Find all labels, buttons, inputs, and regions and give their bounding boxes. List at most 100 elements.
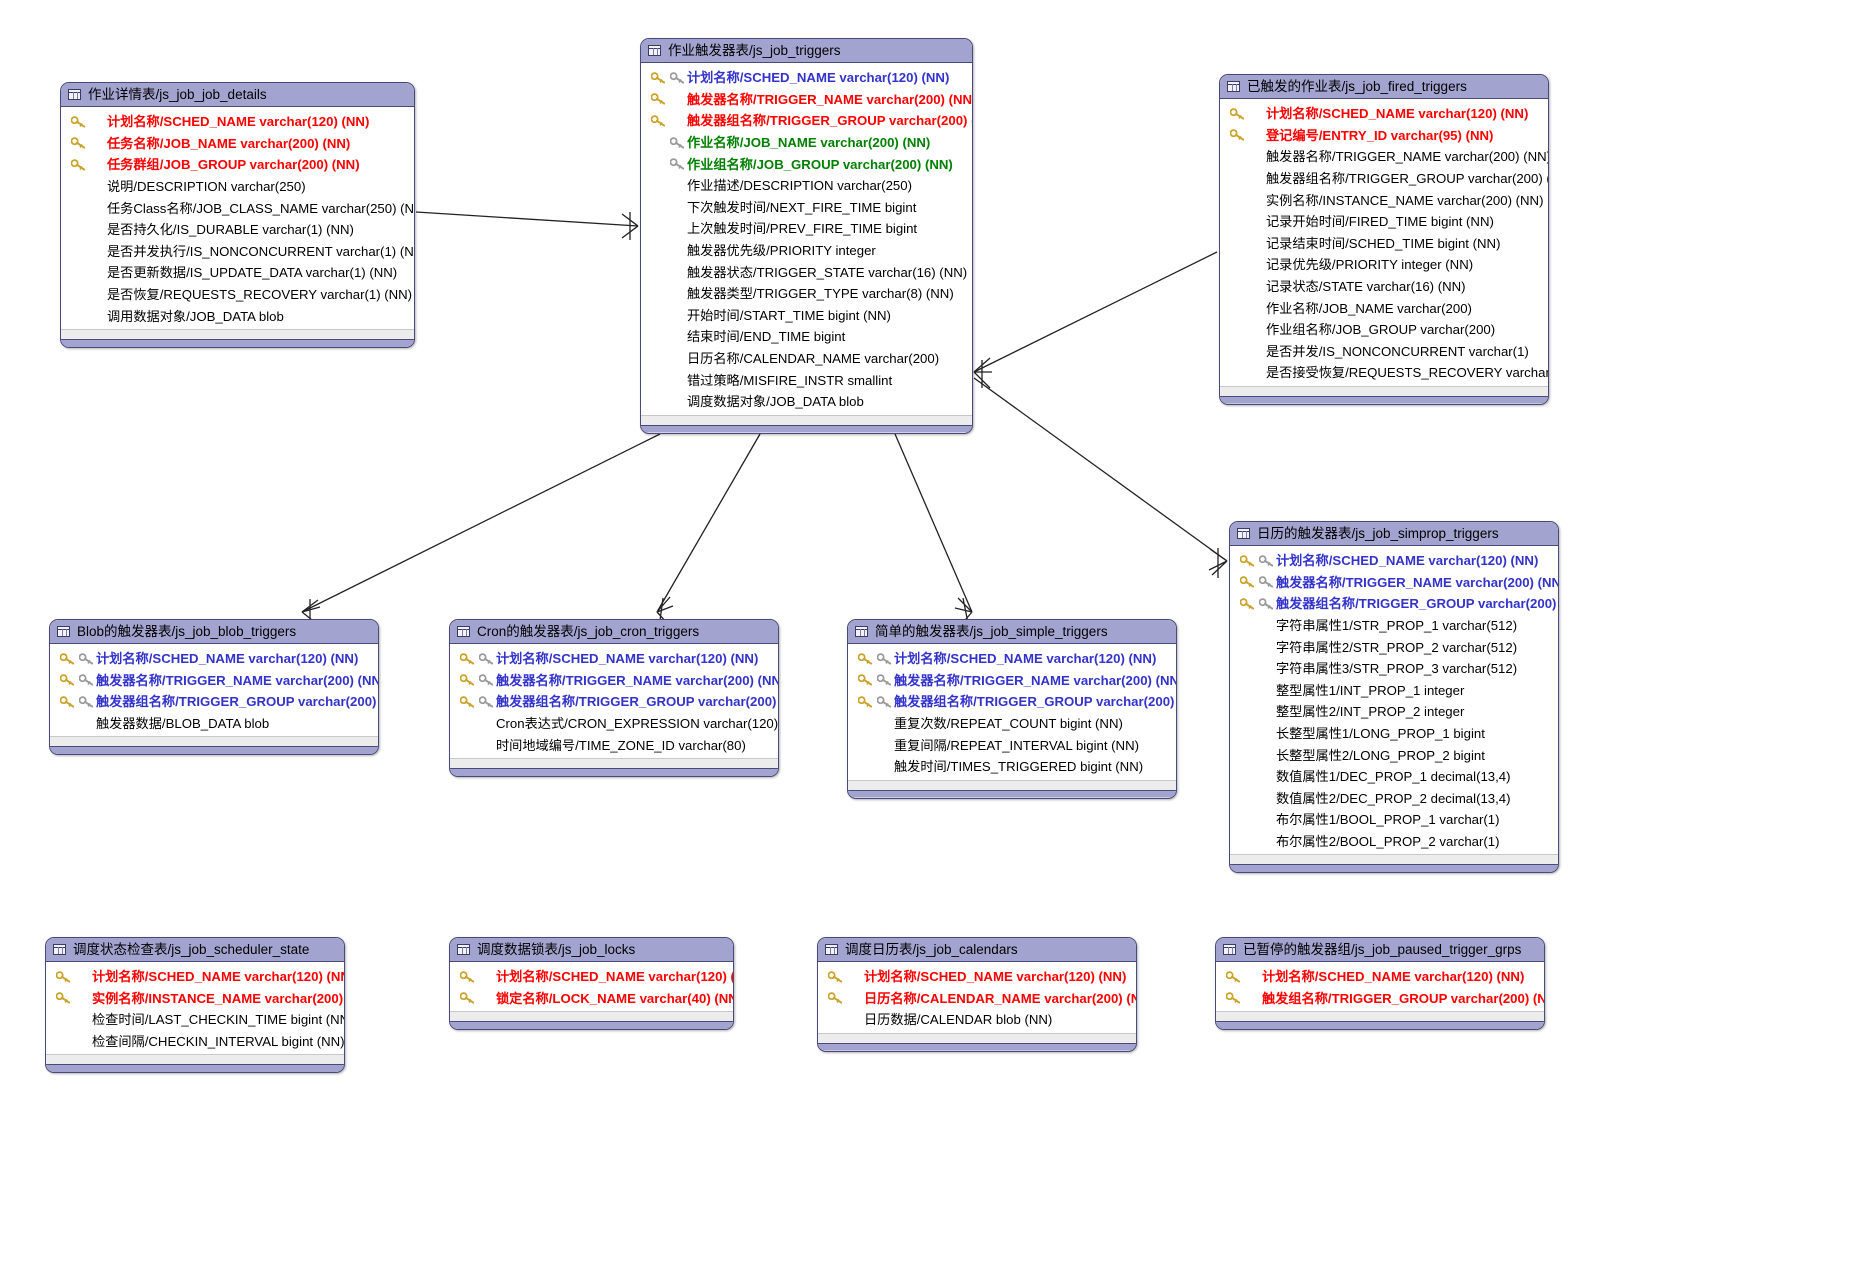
entity-scheduler_state[interactable]: 调度状态检查表/js_job_scheduler_state 计划名称/SCHE…: [45, 937, 345, 1074]
entity-simprop_triggers[interactable]: 日历的触发器表/js_job_simprop_triggers 计划名称/SCH…: [1229, 521, 1559, 874]
entity-title-fired_triggers: 已触发的作业表/js_job_fired_triggers: [1247, 78, 1467, 94]
fk-key-icon: [875, 652, 894, 666]
entity-job_details[interactable]: 作业详情表/js_job_job_details 计划名称/SCHED_NAME…: [60, 82, 415, 348]
field-row[interactable]: 整型属性1/INT_PROP_1 integer: [1230, 680, 1558, 702]
field-row[interactable]: 重复间隔/REPEAT_INTERVAL bigint (NN): [848, 734, 1176, 756]
entity-paused_trigger_grps[interactable]: 已暂停的触发器组/js_job_paused_trigger_grps 计划名称…: [1215, 937, 1545, 1031]
field-row[interactable]: 长整型属性1/LONG_PROP_1 bigint: [1230, 723, 1558, 745]
field-row[interactable]: 计划名称/SCHED_NAME varchar(120) (NN): [450, 648, 778, 670]
field-row[interactable]: 登记编号/ENTRY_ID varchar(95) (NN): [1220, 125, 1548, 147]
field-row[interactable]: 触发器名称/TRIGGER_NAME varchar(200) (NN): [641, 89, 972, 111]
field-row[interactable]: 字符串属性2/STR_PROP_2 varchar(512): [1230, 636, 1558, 658]
field-row[interactable]: 是否并发执行/IS_NONCONCURRENT varchar(1) (NN): [61, 241, 414, 263]
field-row[interactable]: 作业描述/DESCRIPTION varchar(250): [641, 175, 972, 197]
field-row[interactable]: 触发器状态/TRIGGER_STATE varchar(16) (NN): [641, 261, 972, 283]
field-row[interactable]: 触发时间/TIMES_TRIGGERED bigint (NN): [848, 756, 1176, 778]
field-row[interactable]: 计划名称/SCHED_NAME varchar(120) (NN): [46, 966, 344, 988]
key-slot-empty: [1257, 683, 1276, 697]
pk-key-icon: [856, 695, 875, 709]
field-row[interactable]: 作业名称/JOB_NAME varchar(200) (NN): [641, 132, 972, 154]
entity-locks[interactable]: 调度数据锁表/js_job_locks 计划名称/SCHED_NAME varc…: [449, 937, 734, 1031]
field-row[interactable]: 开始时间/START_TIME bigint (NN): [641, 305, 972, 327]
entity-calendars[interactable]: 调度日历表/js_job_calendars 计划名称/SCHED_NAME v…: [817, 937, 1137, 1052]
entity-blob_triggers[interactable]: Blob的触发器表/js_job_blob_triggers 计划名称/SCHE…: [49, 619, 379, 756]
field-row[interactable]: 计划名称/SCHED_NAME varchar(120) (NN): [1220, 103, 1548, 125]
field-row[interactable]: 触发器组名称/TRIGGER_GROUP varchar(200) (NN): [50, 691, 378, 713]
field-row[interactable]: 上次触发时间/PREV_FIRE_TIME bigint: [641, 218, 972, 240]
field-row[interactable]: 数值属性2/DEC_PROP_2 decimal(13,4): [1230, 788, 1558, 810]
field-row[interactable]: 重复次数/REPEAT_COUNT bigint (NN): [848, 713, 1176, 735]
field-row[interactable]: 记录结束时间/SCHED_TIME bigint (NN): [1220, 233, 1548, 255]
field-label: 触发器组名称/TRIGGER_GROUP varchar(200) (NN): [894, 694, 1177, 710]
field-row[interactable]: 布尔属性1/BOOL_PROP_1 varchar(1): [1230, 809, 1558, 831]
field-row[interactable]: 触发器名称/TRIGGER_NAME varchar(200) (NN): [1230, 572, 1558, 594]
field-row[interactable]: 日历名称/CALENDAR_NAME varchar(200) (NN): [818, 988, 1136, 1010]
field-row[interactable]: 检查间隔/CHECKIN_INTERVAL bigint (NN): [46, 1031, 344, 1053]
field-row[interactable]: 结束时间/END_TIME bigint: [641, 326, 972, 348]
field-row[interactable]: 触发器优先级/PRIORITY integer: [641, 240, 972, 262]
field-row[interactable]: 说明/DESCRIPTION varchar(250): [61, 176, 414, 198]
field-row[interactable]: 作业组名称/JOB_GROUP varchar(200) (NN): [641, 153, 972, 175]
field-row[interactable]: 锁定名称/LOCK_NAME varchar(40) (NN): [450, 988, 733, 1010]
field-row[interactable]: 数值属性1/DEC_PROP_1 decimal(13,4): [1230, 766, 1558, 788]
field-row[interactable]: 计划名称/SCHED_NAME varchar(120) (NN): [1230, 550, 1558, 572]
field-row[interactable]: 整型属性2/INT_PROP_2 integer: [1230, 701, 1558, 723]
key-slot-empty: [88, 266, 107, 280]
field-row[interactable]: 时间地域编号/TIME_ZONE_ID varchar(80): [450, 734, 778, 756]
field-row[interactable]: 检查时间/LAST_CHECKIN_TIME bigint (NN): [46, 1009, 344, 1031]
field-row[interactable]: 是否恢复/REQUESTS_RECOVERY varchar(1) (NN): [61, 284, 414, 306]
field-row[interactable]: 计划名称/SCHED_NAME varchar(120) (NN): [1216, 966, 1544, 988]
field-row[interactable]: 计划名称/SCHED_NAME varchar(120) (NN): [450, 966, 733, 988]
field-row[interactable]: 字符串属性1/STR_PROP_1 varchar(512): [1230, 615, 1558, 637]
entity-fired_triggers[interactable]: 已触发的作业表/js_job_fired_triggers 计划名称/SCHED…: [1219, 74, 1549, 405]
field-row[interactable]: 调用数据对象/JOB_DATA blob: [61, 305, 414, 327]
field-row[interactable]: 是否接受恢复/REQUESTS_RECOVERY varchar(1): [1220, 362, 1548, 384]
field-row[interactable]: 计划名称/SCHED_NAME varchar(120) (NN): [61, 111, 414, 133]
field-row[interactable]: Cron表达式/CRON_EXPRESSION varchar(120) (NN…: [450, 713, 778, 735]
field-row[interactable]: 是否并发/IS_NONCONCURRENT varchar(1): [1220, 341, 1548, 363]
field-row[interactable]: 是否更新数据/IS_UPDATE_DATA varchar(1) (NN): [61, 262, 414, 284]
field-row[interactable]: 触发器数据/BLOB_DATA blob: [50, 713, 378, 735]
field-row[interactable]: 触发器名称/TRIGGER_NAME varchar(200) (NN): [450, 670, 778, 692]
field-row[interactable]: 布尔属性2/BOOL_PROP_2 varchar(1): [1230, 831, 1558, 853]
field-row[interactable]: 触发器组名称/TRIGGER_GROUP varchar(200) (NN): [450, 691, 778, 713]
field-row[interactable]: 触发器名称/TRIGGER_NAME varchar(200) (NN): [1220, 146, 1548, 168]
field-row[interactable]: 触发器组名称/TRIGGER_GROUP varchar(200) (NN): [848, 691, 1176, 713]
field-row[interactable]: 计划名称/SCHED_NAME varchar(120) (NN): [50, 648, 378, 670]
entity-title-simple_triggers: 简单的触发器表/js_job_simple_triggers: [875, 623, 1108, 639]
key-slot-empty: [1228, 344, 1247, 358]
field-row[interactable]: 实例名称/INSTANCE_NAME varchar(200) (NN): [46, 988, 344, 1010]
key-slot-empty: [649, 373, 668, 387]
field-row[interactable]: 日历名称/CALENDAR_NAME varchar(200): [641, 348, 972, 370]
field-row[interactable]: 计划名称/SCHED_NAME varchar(120) (NN): [641, 67, 972, 89]
field-row[interactable]: 触发器组名称/TRIGGER_GROUP varchar(200) (NN): [1230, 593, 1558, 615]
entity-cron_triggers[interactable]: Cron的触发器表/js_job_cron_triggers 计划名称/SCHE…: [449, 619, 779, 777]
field-row[interactable]: 记录状态/STATE varchar(16) (NN): [1220, 276, 1548, 298]
field-row[interactable]: 记录开始时间/FIRED_TIME bigint (NN): [1220, 211, 1548, 233]
field-row[interactable]: 计划名称/SCHED_NAME varchar(120) (NN): [818, 966, 1136, 988]
field-row[interactable]: 任务Class名称/JOB_CLASS_NAME varchar(250) (N…: [61, 197, 414, 219]
field-row[interactable]: 错过策略/MISFIRE_INSTR smallint: [641, 369, 972, 391]
entity-footer: [848, 779, 1176, 790]
field-row[interactable]: 调度数据对象/JOB_DATA blob: [641, 391, 972, 413]
field-row[interactable]: 任务名称/JOB_NAME varchar(200) (NN): [61, 133, 414, 155]
field-row[interactable]: 日历数据/CALENDAR blob (NN): [818, 1009, 1136, 1031]
field-row[interactable]: 触发器类型/TRIGGER_TYPE varchar(8) (NN): [641, 283, 972, 305]
field-row[interactable]: 触发组名称/TRIGGER_GROUP varchar(200) (NN): [1216, 988, 1544, 1010]
field-row[interactable]: 字符串属性3/STR_PROP_3 varchar(512): [1230, 658, 1558, 680]
field-row[interactable]: 作业名称/JOB_NAME varchar(200): [1220, 297, 1548, 319]
field-row[interactable]: 触发器组名称/TRIGGER_GROUP varchar(200) (NN): [1220, 168, 1548, 190]
field-row[interactable]: 长整型属性2/LONG_PROP_2 bigint: [1230, 744, 1558, 766]
field-row[interactable]: 下次触发时间/NEXT_FIRE_TIME bigint: [641, 197, 972, 219]
entity-job_triggers[interactable]: 作业触发器表/js_job_triggers 计划名称/SCHED_NAME v…: [640, 38, 973, 434]
field-row[interactable]: 触发器名称/TRIGGER_NAME varchar(200) (NN): [50, 670, 378, 692]
field-row[interactable]: 记录优先级/PRIORITY integer (NN): [1220, 254, 1548, 276]
field-row[interactable]: 实例名称/INSTANCE_NAME varchar(200) (NN): [1220, 189, 1548, 211]
field-row[interactable]: 计划名称/SCHED_NAME varchar(120) (NN): [848, 648, 1176, 670]
field-row[interactable]: 触发器名称/TRIGGER_NAME varchar(200) (NN): [848, 670, 1176, 692]
field-row[interactable]: 作业组名称/JOB_GROUP varchar(200): [1220, 319, 1548, 341]
field-row[interactable]: 是否持久化/IS_DURABLE varchar(1) (NN): [61, 219, 414, 241]
field-row[interactable]: 触发器组名称/TRIGGER_GROUP varchar(200) (NN): [641, 110, 972, 132]
entity-simple_triggers[interactable]: 简单的触发器表/js_job_simple_triggers 计划名称/SCHE…: [847, 619, 1177, 799]
field-row[interactable]: 任务群组/JOB_GROUP varchar(200) (NN): [61, 154, 414, 176]
